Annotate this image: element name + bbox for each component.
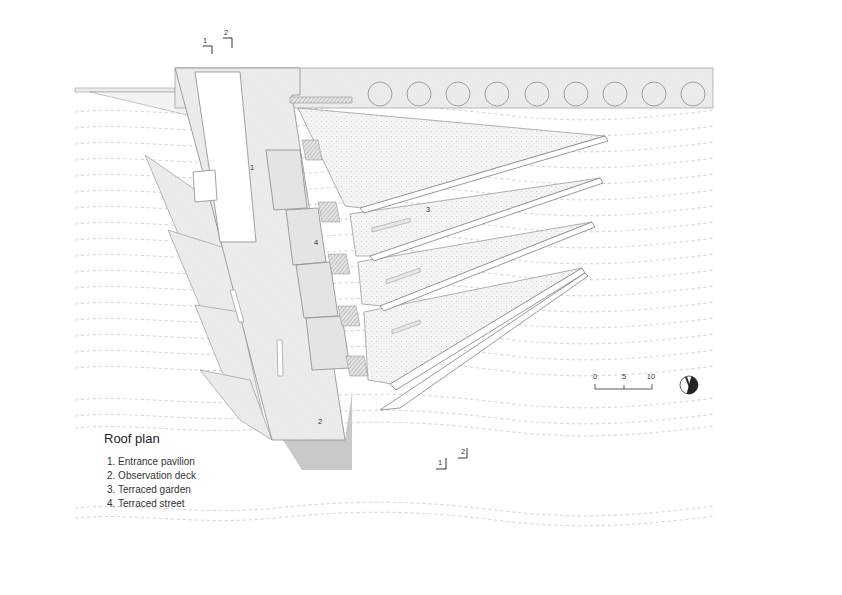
stair xyxy=(290,97,352,103)
key-item: 4. Terraced street xyxy=(107,498,185,510)
plan-title: Roof plan xyxy=(104,432,160,447)
stairs xyxy=(302,140,368,376)
entrance-pavilion xyxy=(195,72,256,242)
terraced-street xyxy=(266,150,350,370)
key-item: 2. Observation deck xyxy=(107,470,196,482)
key-item: 3. Terraced garden xyxy=(107,484,191,496)
ground-edge xyxy=(75,88,175,92)
scale-number: 0 xyxy=(593,373,597,382)
garden-paths xyxy=(372,218,420,334)
north-arrow xyxy=(680,376,700,396)
key-item: 1. Entrance pavilion xyxy=(107,456,195,468)
section-marker: 2 xyxy=(224,29,228,38)
scale-number: 5 xyxy=(622,373,626,382)
section-marker: 1 xyxy=(203,37,207,46)
callout-number: 4 xyxy=(314,239,318,248)
scale-bar xyxy=(595,384,652,389)
circular-skylights xyxy=(368,82,705,106)
skylight-slit xyxy=(277,340,283,376)
callout-number: 1 xyxy=(250,164,254,173)
section-marker: 2 xyxy=(461,448,465,457)
section-marker: 1 xyxy=(438,459,442,468)
callout-number: 3 xyxy=(426,206,430,215)
callout-number: 2 xyxy=(318,418,322,427)
section-markers xyxy=(203,38,467,469)
garden-walls xyxy=(360,136,608,410)
scale-number: 10 xyxy=(647,373,655,382)
pavilion-box xyxy=(193,170,217,202)
observation-deck xyxy=(175,68,345,440)
skylight-slit xyxy=(230,290,244,322)
contour-lines xyxy=(75,106,715,526)
